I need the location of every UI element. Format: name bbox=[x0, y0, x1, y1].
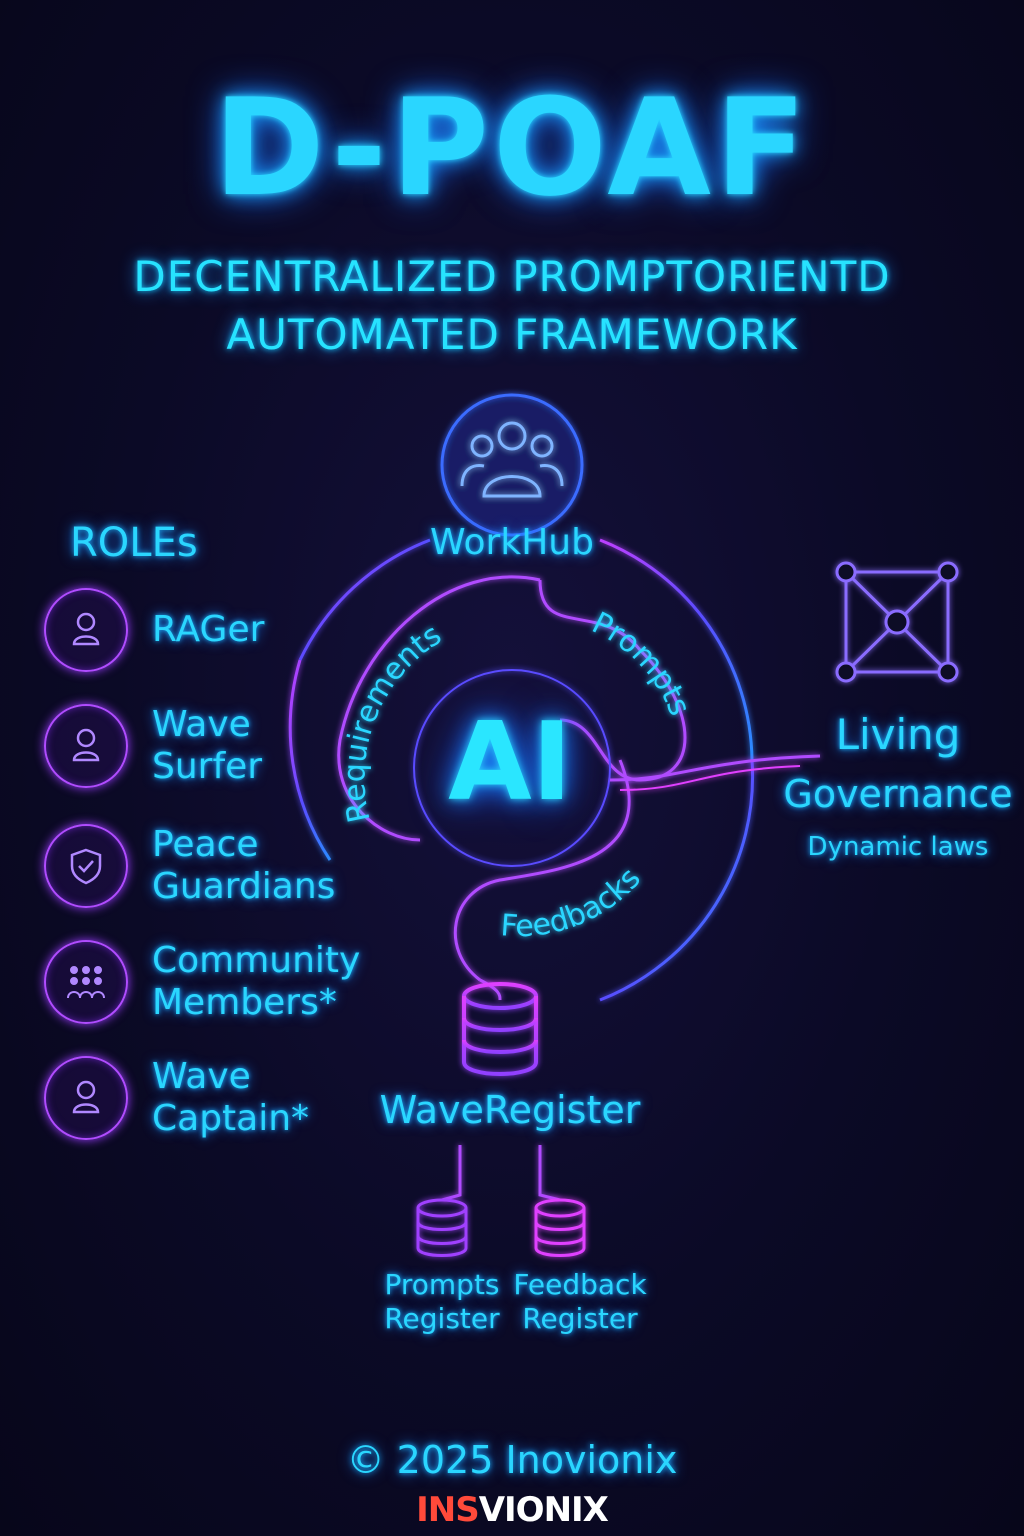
page-title: D-POAF bbox=[213, 70, 811, 226]
subtitle-line-2: AUTOMATED FRAMEWORK bbox=[226, 310, 798, 359]
role-label-wave-surfer: Wave Surfer bbox=[152, 704, 263, 787]
team-icon bbox=[440, 393, 584, 537]
governance-connector bbox=[609, 754, 821, 782]
subtitle-line-1: DECENTRALIZED PROMPTORIENTD bbox=[133, 252, 891, 301]
network-icon bbox=[835, 561, 959, 683]
role-label-rager: RAGer bbox=[152, 609, 265, 650]
waveregister-label: WaveRegister bbox=[379, 1088, 641, 1132]
waveregister-connector bbox=[479, 978, 502, 1001]
prompts-register-label: Prompts Register bbox=[384, 1268, 500, 1335]
prompts-register-icon bbox=[416, 1198, 468, 1257]
roles-heading: ROLEs bbox=[70, 520, 198, 566]
ai-core-label: AI bbox=[448, 700, 572, 825]
feedback-register-label: Feedback Register bbox=[513, 1268, 647, 1335]
role-peace-guardians: Peace Guardians bbox=[44, 824, 335, 908]
brand-logo: INSVIONIX bbox=[0, 1490, 1024, 1530]
user-icon bbox=[44, 1056, 128, 1140]
role-label-wave-captain: Wave Captain* bbox=[152, 1056, 310, 1139]
database-icon bbox=[462, 982, 538, 1076]
copyright-text: © 2025 Inovionix bbox=[346, 1438, 678, 1482]
logo-part-1: INS bbox=[416, 1490, 480, 1530]
role-community-members: Community Members* bbox=[44, 940, 360, 1024]
shield-check-icon bbox=[44, 824, 128, 908]
feedback-register-icon bbox=[534, 1198, 586, 1257]
user-icon bbox=[44, 704, 128, 788]
outer-ring bbox=[288, 538, 755, 1002]
role-label-community-members: Community Members* bbox=[152, 940, 361, 1023]
inner-ring bbox=[337, 575, 687, 982]
governance-title-2: Governance bbox=[783, 772, 1013, 816]
user-icon bbox=[44, 588, 128, 672]
workhub-label: WorkHub bbox=[430, 522, 594, 563]
page-subtitle: DECENTRALIZED PROMPTORIENTD AUTOMATED FR… bbox=[0, 248, 1024, 364]
role-label-peace-guardians: Peace Guardians bbox=[152, 824, 336, 907]
role-wave-captain: Wave Captain* bbox=[44, 1056, 309, 1140]
community-icon bbox=[44, 940, 128, 1024]
register-branches bbox=[441, 1145, 561, 1202]
role-wave-surfer: Wave Surfer bbox=[44, 704, 262, 788]
role-rager: RAGer bbox=[44, 588, 264, 672]
logo-part-2: VIONIX bbox=[478, 1490, 609, 1530]
governance-title-1: Living bbox=[835, 710, 961, 759]
cycle-segment-feedbacks: Feedbacks bbox=[499, 861, 647, 944]
governance-subtitle: Dynamic laws bbox=[807, 832, 989, 862]
